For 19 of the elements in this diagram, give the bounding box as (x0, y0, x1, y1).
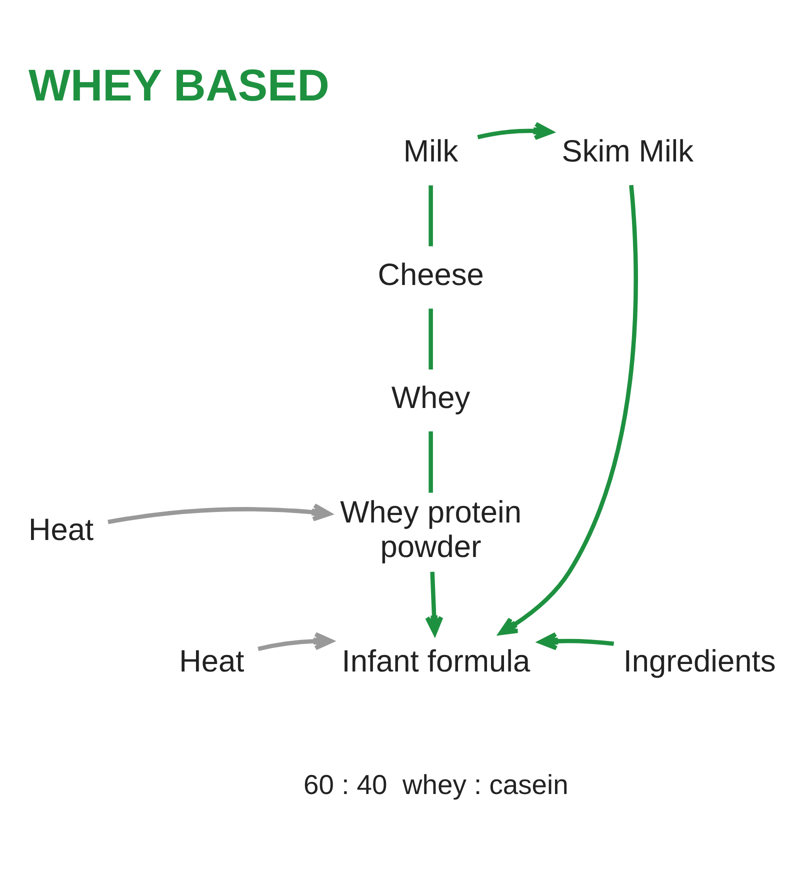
node-text: Whey protein powder (340, 494, 522, 564)
connector (428, 430, 433, 492)
arrow (477, 121, 554, 140)
node-text: Heat (179, 643, 244, 678)
arrow (108, 502, 332, 524)
node-text: Infant formula (342, 643, 530, 678)
node-text: Ingredients (623, 643, 776, 678)
node-text: Heat (28, 511, 94, 546)
node-text: Skim Milk (562, 133, 694, 168)
node-text: Whey (391, 380, 470, 415)
arrow (258, 632, 334, 650)
diagram-title: WHEY BASED (28, 61, 330, 110)
connector (428, 184, 433, 246)
arrow (538, 632, 614, 650)
connector (428, 308, 433, 369)
node-text: Milk (403, 133, 458, 168)
label: 60 : 40 whey : casein (304, 768, 568, 800)
arrow (498, 184, 638, 635)
node-text: Cheese (378, 256, 484, 292)
